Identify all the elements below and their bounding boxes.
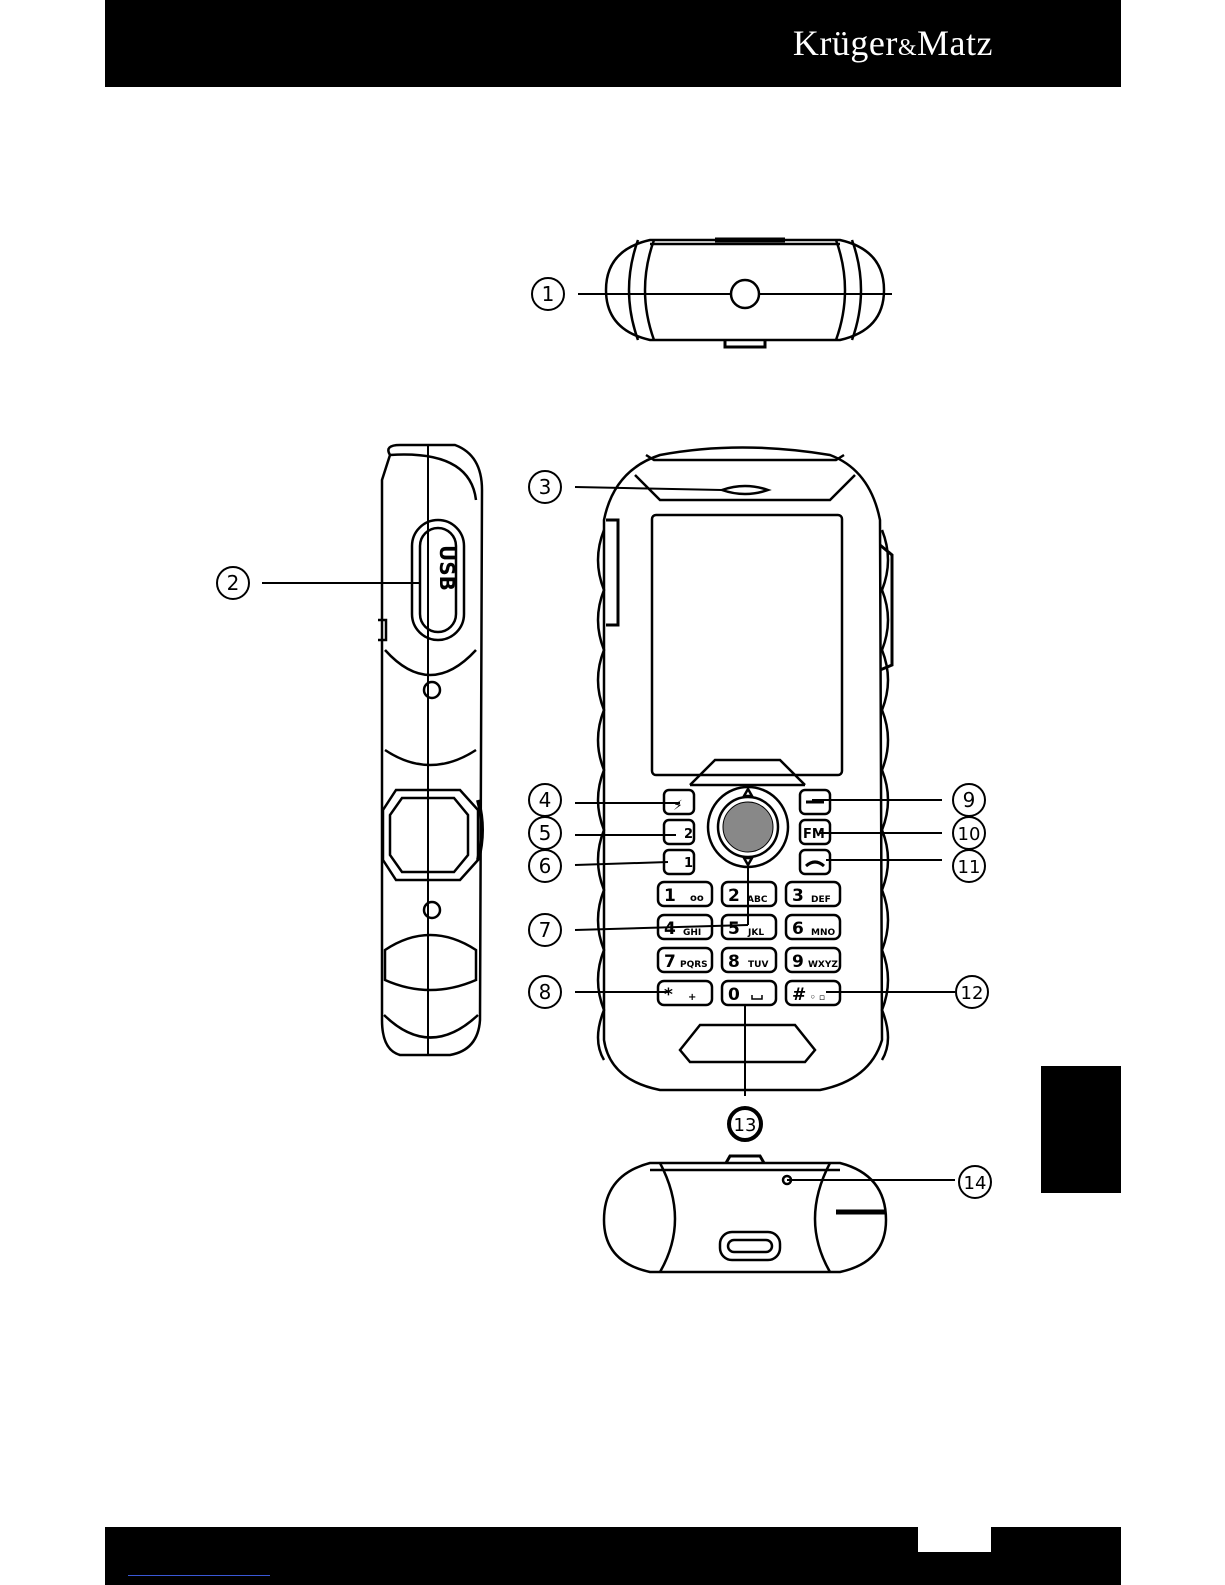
callout-14-number: 14 bbox=[964, 1173, 987, 1194]
callout-9-number: 9 bbox=[963, 788, 976, 812]
key-3-letters: DEF bbox=[811, 895, 831, 905]
key-8-digit: 8 bbox=[728, 952, 740, 972]
space-icon bbox=[752, 995, 762, 999]
callout-8-number: 8 bbox=[539, 980, 552, 1004]
callout-6-number: 6 bbox=[539, 854, 552, 878]
callout-2-number: 2 bbox=[227, 571, 240, 595]
phone-front-view: ⚡ 2 1 FM 1 oo 2 ABC 3 DEF bbox=[598, 448, 892, 1091]
fm-key-label: FM bbox=[803, 827, 825, 842]
key-3-digit: 3 bbox=[792, 886, 804, 906]
key-4-digit: 4 bbox=[664, 919, 676, 939]
callout-5-number: 5 bbox=[539, 821, 552, 845]
callout-11-number: 11 bbox=[958, 857, 981, 878]
callout-12-number: 12 bbox=[961, 983, 984, 1004]
silent-mode-icon: ◦ ▫ bbox=[810, 993, 825, 1003]
callout-13-number: 13 bbox=[734, 1115, 757, 1136]
key-7-digit: 7 bbox=[664, 952, 676, 972]
key-1-digit: 1 bbox=[664, 886, 676, 906]
key-6-letters: MNO bbox=[811, 928, 835, 938]
callout-7-number: 7 bbox=[539, 918, 552, 942]
callout-4-number: 4 bbox=[539, 788, 552, 812]
key-8-letters: TUV bbox=[748, 960, 768, 970]
key-star-letters: + bbox=[688, 992, 696, 1003]
earpiece-speaker bbox=[722, 486, 768, 494]
key-2-letters: ABC bbox=[747, 895, 768, 905]
bottom-grip bbox=[680, 1025, 815, 1062]
key-4-letters: GHI bbox=[683, 928, 701, 938]
callout-3-number: 3 bbox=[539, 475, 552, 499]
sim2-key-label: 2 bbox=[684, 827, 693, 842]
end-call-icon bbox=[806, 862, 824, 866]
key-hash-digit: # bbox=[792, 985, 806, 1005]
phone-bottom-view bbox=[604, 1156, 886, 1272]
key-star-digit: * bbox=[664, 985, 673, 1005]
key-0-digit: 0 bbox=[728, 985, 740, 1005]
key-2-digit: 2 bbox=[728, 886, 740, 906]
phone-side-view: USB bbox=[378, 445, 482, 1055]
display-screen bbox=[652, 515, 842, 775]
callout-numbers: 1 2 3 4 5 6 7 8 9 10 11 12 13 14 bbox=[227, 282, 987, 1194]
key-7-letters: PQRS bbox=[680, 960, 708, 970]
key-5-digit: 5 bbox=[728, 919, 740, 939]
sim1-key-label: 1 bbox=[684, 856, 693, 871]
callout-1-number: 1 bbox=[542, 282, 555, 306]
flashlight-icon: ⚡ bbox=[673, 798, 683, 814]
usb-label: USB bbox=[435, 545, 459, 591]
callout-lines bbox=[262, 294, 955, 1180]
callout-10-number: 10 bbox=[958, 824, 981, 845]
key-5-letters: JKL bbox=[747, 928, 764, 938]
key-9-letters: WXYZ bbox=[808, 960, 838, 970]
headphone-jack bbox=[731, 280, 759, 308]
key-voicemail-icon: oo bbox=[690, 893, 704, 904]
key-6-digit: 6 bbox=[792, 919, 804, 939]
key-9-digit: 9 bbox=[792, 952, 804, 972]
